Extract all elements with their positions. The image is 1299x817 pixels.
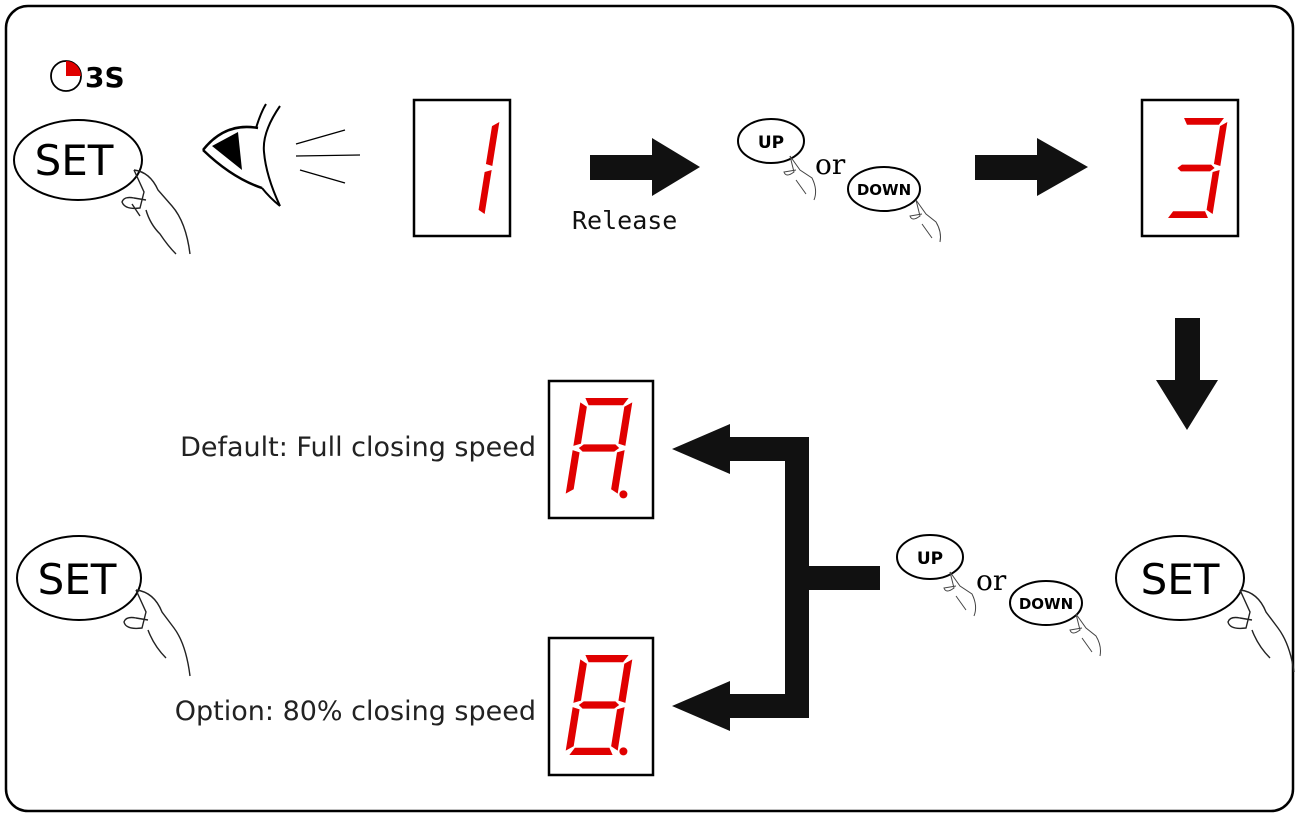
seven-segment-display-3 xyxy=(1140,98,1240,238)
timer-label: 3S xyxy=(85,61,125,94)
up-button-middle: UP xyxy=(896,534,964,580)
pointing-hand-icon xyxy=(783,155,817,201)
release-label: Release xyxy=(572,206,677,235)
set-button-top-label: SET xyxy=(35,136,114,185)
segment-f xyxy=(573,659,587,703)
set-button-right-label: SET xyxy=(1141,555,1220,604)
segment-a xyxy=(585,655,629,663)
display-digit-a xyxy=(565,398,633,499)
segment-b xyxy=(1213,122,1228,166)
down-button-middle-label: DOWN xyxy=(1019,595,1073,613)
segment-g xyxy=(1177,164,1215,172)
or-label-middle: or xyxy=(976,564,1007,597)
seven-segment-display-8 xyxy=(547,636,655,777)
or-label-top: or xyxy=(815,148,846,181)
segment-c xyxy=(478,170,492,214)
segment-d xyxy=(569,747,613,755)
segment-a xyxy=(585,398,629,406)
segment-c xyxy=(611,707,625,751)
decimal-point xyxy=(619,490,628,499)
alternate-option-label: Option: 80% closing speed xyxy=(175,696,536,727)
pointing-hand-icon xyxy=(1069,613,1101,657)
segment-d xyxy=(1168,211,1208,218)
down-button-middle: DOWN xyxy=(1009,580,1083,626)
sight-lines-icon xyxy=(295,129,361,184)
default-option-label: Default: Full closing speed xyxy=(180,432,536,463)
up-button-top: UP xyxy=(737,118,805,164)
segment-b xyxy=(618,659,633,703)
eye-icon xyxy=(202,103,281,207)
pointing-hand-icon xyxy=(1227,589,1295,673)
set-button-right: SET xyxy=(1115,535,1245,621)
segment-b xyxy=(618,402,633,446)
seven-segment-display-a xyxy=(547,379,655,520)
segment-c xyxy=(1206,170,1220,214)
set-button-confirm: SET xyxy=(16,535,142,621)
display-digit-8 xyxy=(565,655,633,756)
pointing-hand-icon xyxy=(943,571,977,617)
up-button-middle-label: UP xyxy=(917,549,943,569)
down-button-top: DOWN xyxy=(847,166,921,212)
timer-fill xyxy=(66,61,81,76)
segment-g xyxy=(578,701,620,709)
seven-segment-display-1 xyxy=(412,98,512,238)
arrow-right xyxy=(975,138,1088,196)
arrow-right-release xyxy=(590,138,700,196)
segment-a xyxy=(1184,118,1224,125)
set-button-top: SET xyxy=(13,119,143,201)
pointing-hand-icon xyxy=(909,199,941,243)
segment-b xyxy=(485,122,500,166)
segment-c xyxy=(611,450,625,494)
up-button-top-label: UP xyxy=(758,133,784,153)
segment-e xyxy=(565,450,580,494)
segment-f xyxy=(573,402,587,446)
decimal-point xyxy=(619,747,628,756)
branch-arrows xyxy=(672,424,880,731)
segment-g xyxy=(578,444,620,452)
display-digit-3 xyxy=(1168,118,1228,218)
outer-frame xyxy=(4,4,1295,813)
display-digit-1 xyxy=(478,122,500,214)
segment-e xyxy=(565,707,580,751)
pointing-hand-icon xyxy=(121,169,191,255)
set-button-confirm-label: SET xyxy=(38,555,117,604)
arrow-down xyxy=(1156,318,1218,430)
timer-icon xyxy=(50,60,82,92)
down-button-top-label: DOWN xyxy=(857,181,911,199)
pointing-hand-icon xyxy=(123,589,191,677)
